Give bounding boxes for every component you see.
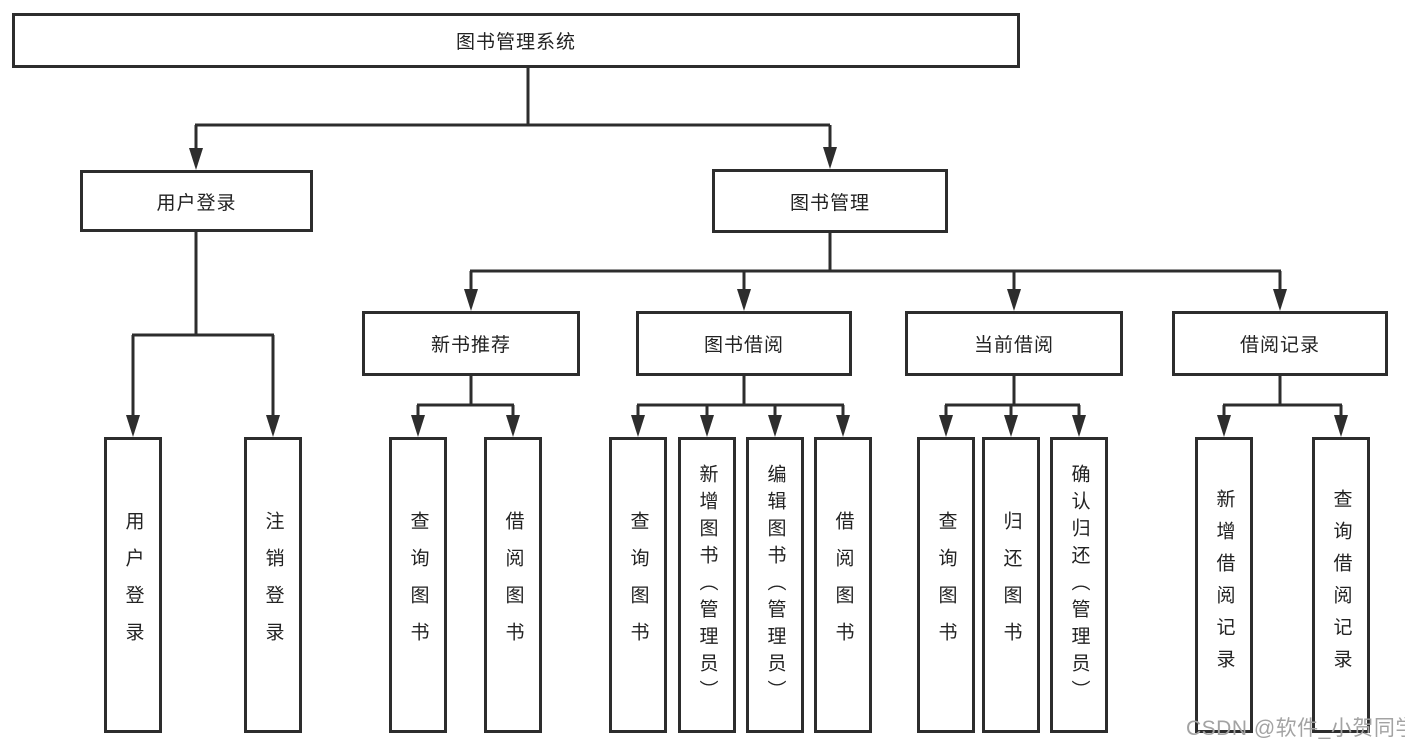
node-current-borrow: 当前借阅 (905, 311, 1123, 376)
connector-book-mgmt (469, 233, 1282, 293)
leaf-user-login: 用户登录 (104, 437, 162, 733)
connector-current-borrow (944, 376, 1081, 419)
arrowheads-user-login (126, 415, 280, 437)
connector-user-login (131, 232, 275, 419)
node-user-login-branch: 用户登录 (80, 170, 313, 232)
leaf-newbook-query: 查询图书 (389, 437, 447, 733)
node-book-management: 图书管理 (712, 169, 948, 233)
leaf-newbook-borrow: 借阅图书 (484, 437, 542, 733)
leaf-current-confirm-admin: 确认归还（管理员） (1050, 437, 1108, 733)
leaf-borrow-query: 查询图书 (609, 437, 667, 733)
node-book-borrow: 图书借阅 (636, 311, 852, 376)
leaf-borrow-book: 借阅图书 (814, 437, 872, 733)
arrowheads-level2 (189, 147, 837, 170)
node-library-system: 图书管理系统 (12, 13, 1020, 68)
connector-borrow-records (1222, 376, 1343, 419)
leaf-current-return: 归还图书 (982, 437, 1040, 733)
leaf-records-query: 查询借阅记录 (1312, 437, 1370, 733)
arrowheads-level3 (464, 289, 1287, 311)
leaf-borrow-edit-admin: 编辑图书（管理员） (746, 437, 804, 733)
leaf-current-query: 查询图书 (917, 437, 975, 733)
node-new-book-recommend: 新书推荐 (362, 311, 580, 376)
node-borrow-records: 借阅记录 (1172, 311, 1388, 376)
leaf-logout: 注销登录 (244, 437, 302, 733)
leaf-borrow-add-admin: 新增图书（管理员） (678, 437, 736, 733)
connector-book-borrow (636, 376, 845, 419)
leaf-records-add: 新增借阅记录 (1195, 437, 1253, 733)
arrowheads-leaves (411, 415, 1348, 437)
connector-root (194, 68, 832, 152)
connector-new-book (416, 376, 515, 419)
watermark-text: CSDN @软件_小贺同学 (1186, 717, 1405, 740)
